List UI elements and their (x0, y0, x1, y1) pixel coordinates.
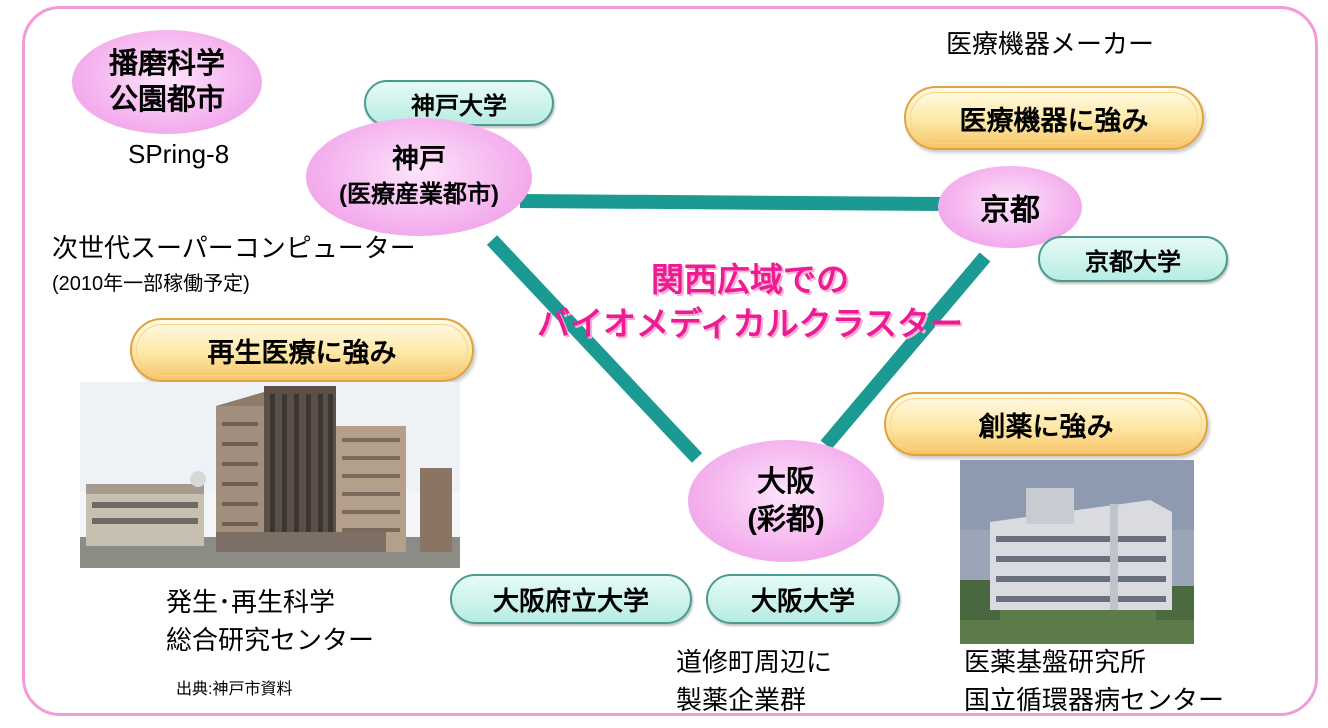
node-kobe-line2: (医療産業都市) (339, 181, 499, 208)
cdb-label-line2: 総合研究センター (166, 625, 375, 655)
med-device-makers-label: 医療機器メーカー (946, 29, 1155, 59)
strength-regenerative-text: 再生医療に強み (207, 337, 397, 368)
node-harima-line2: 公園都市 (108, 84, 225, 116)
connector-kobe-osaka (486, 235, 703, 463)
node-kyoto: 京都 (938, 166, 1082, 248)
cluster-title-line1: 関西広域での (651, 261, 849, 298)
doshomachi-line1: 道修町周辺に (676, 647, 833, 677)
cluster-title: 関西広域での バイオメディカルクラスター (500, 258, 1000, 346)
cluster-title-line2: バイオメディカルクラスター (536, 305, 964, 342)
node-osaka-line2: (彩都) (747, 504, 825, 536)
supercomputer-note: (2010年一部稼働予定) (52, 273, 250, 295)
strength-medical-devices-text: 医療機器に強み (959, 105, 1149, 136)
nibio-line2: 国立循環器病センター (964, 685, 1225, 715)
badge-strength-regenerative: 再生医療に強み (130, 318, 474, 382)
supercomputer-label: 次世代スーパーコンピューター (52, 233, 416, 263)
connector-kyoto-osaka (820, 252, 991, 450)
cdb-label-line1: 発生･再生科学 (166, 587, 336, 617)
nibio-line1: 医薬基盤研究所 (964, 647, 1147, 677)
connector-kobe-kyoto (519, 194, 946, 211)
outer-frame (22, 6, 1318, 716)
node-kobe-line1: 神戸 (391, 144, 446, 174)
badge-osaka-prefecture-university: 大阪府立大学 (450, 574, 692, 624)
badge-strength-drug-discovery: 創薬に強み (884, 392, 1208, 456)
doshomachi-line2: 製薬企業群 (676, 685, 807, 715)
nibio-building-photo (960, 460, 1194, 644)
strength-drug-discovery-text: 創薬に強み (978, 411, 1114, 442)
node-kobe: 神戸 (医療産業都市) (306, 118, 532, 236)
cdb-building-photo (80, 382, 460, 568)
node-harima: 播磨科学 公園都市 (72, 30, 262, 134)
node-osaka-line1: 大阪 (756, 466, 815, 498)
node-harima-line1: 播磨科学 (108, 48, 225, 80)
source-credit: 出典:神戸市資料 (176, 681, 293, 698)
spring8-label: SPring-8 (128, 139, 230, 169)
badge-kyoto-university: 京都大学 (1038, 236, 1228, 282)
node-osaka: 大阪 (彩都) (688, 440, 884, 562)
badge-strength-medical-devices: 医療機器に強み (904, 86, 1204, 150)
badge-osaka-university: 大阪大学 (706, 574, 900, 624)
